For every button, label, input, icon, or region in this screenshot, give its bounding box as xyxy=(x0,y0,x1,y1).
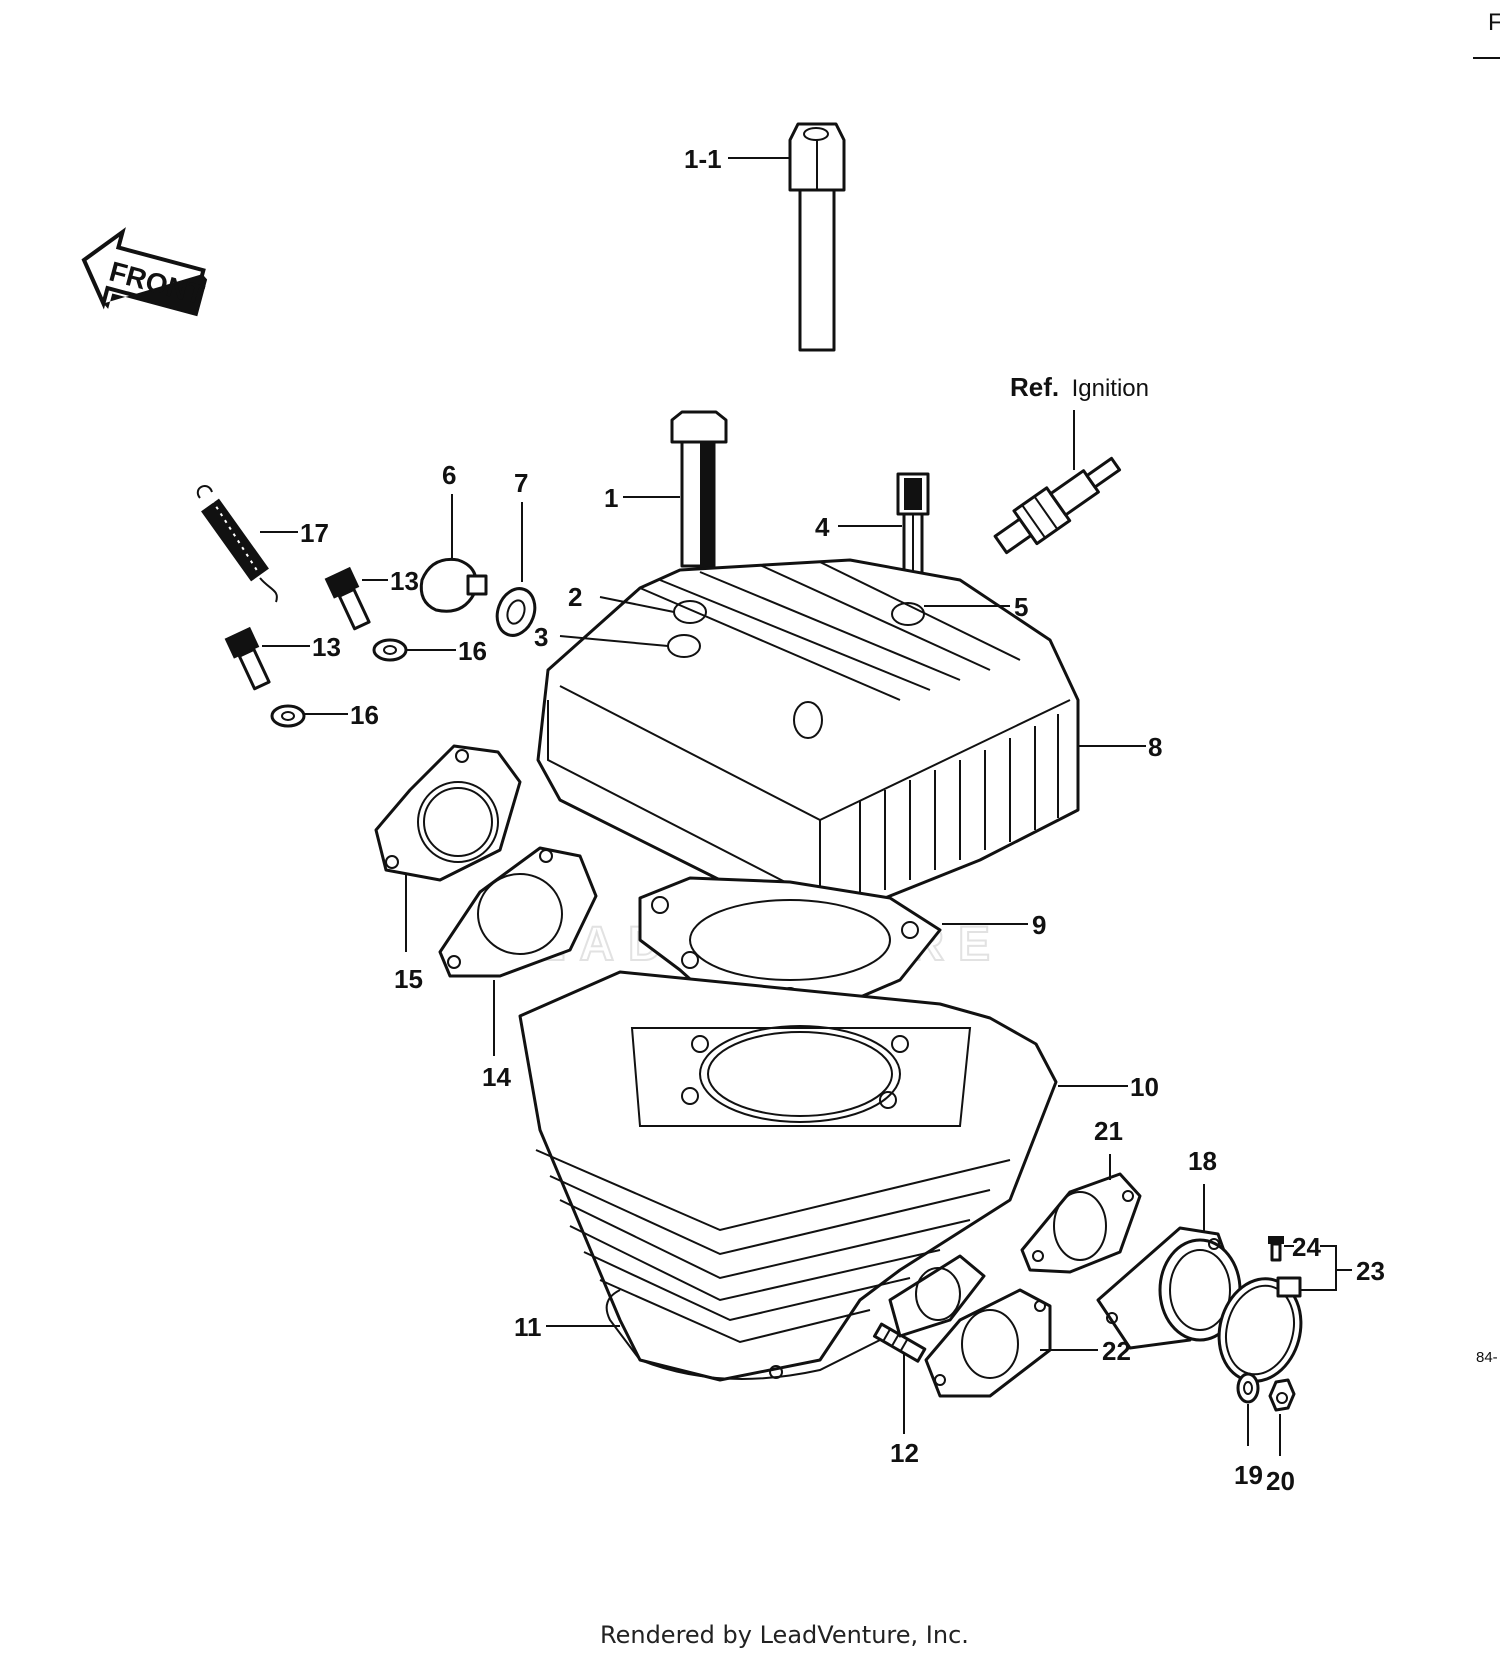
exhaust-port-flange xyxy=(888,1254,986,1338)
callout-10: 10 xyxy=(1130,1072,1159,1102)
part-9-head-gasket xyxy=(638,876,942,1012)
callout-15: 15 xyxy=(394,964,423,994)
part-17-spring xyxy=(196,485,278,603)
bolt-hole xyxy=(891,602,925,626)
corner-mark-side: 84- xyxy=(1476,1349,1498,1366)
part-16-washer-lower xyxy=(270,704,306,728)
callout-11: 11 xyxy=(514,1312,542,1342)
callout-18: 18 xyxy=(1188,1146,1217,1176)
part-10-cylinder xyxy=(518,970,1058,1382)
callout-13-upper: 13 xyxy=(390,566,419,596)
front-arrow-icon: FRONT xyxy=(81,227,207,317)
callout-14: 14 xyxy=(482,1062,511,1092)
callout-8: 8 xyxy=(1148,732,1162,762)
callout-9: 9 xyxy=(1032,910,1046,940)
callout-13-lower: 13 xyxy=(312,632,341,662)
part-20-nut xyxy=(1268,1378,1296,1412)
callout-3: 3 xyxy=(534,622,548,652)
callout-1-1: 1-1 xyxy=(684,144,722,174)
spark-plug-icon xyxy=(993,456,1122,555)
part-11-base-gasket xyxy=(605,1289,881,1380)
part-22-gasket xyxy=(924,1288,1052,1398)
part-15-flange xyxy=(374,744,522,882)
part-6-plug xyxy=(419,557,488,613)
callout-6: 6 xyxy=(442,460,456,490)
part-7-washer xyxy=(495,587,537,637)
callout-7: 7 xyxy=(514,468,528,498)
callout-12: 12 xyxy=(890,1438,919,1468)
ref-ignition-label: Ref. Ignition xyxy=(1010,372,1149,402)
part-18-pipe xyxy=(1096,1226,1242,1350)
part-21-gasket xyxy=(1020,1172,1142,1274)
part-19-washer xyxy=(1236,1372,1260,1404)
ref-text: Ignition xyxy=(1072,375,1149,402)
cylinder-fins xyxy=(535,1149,1011,1344)
part-13-screw-lower xyxy=(224,626,271,691)
part-1-bolt xyxy=(670,410,728,568)
callout-21: 21 xyxy=(1094,1116,1123,1146)
callout-22: 22 xyxy=(1102,1336,1131,1366)
callout-4: 4 xyxy=(815,512,830,542)
callout-5: 5 xyxy=(1014,592,1028,622)
part-16-washer-upper xyxy=(372,638,408,662)
callout-19: 19 xyxy=(1234,1460,1263,1490)
callout-16-upper: 16 xyxy=(458,636,487,666)
part-24-screw xyxy=(1268,1236,1284,1262)
part-13-screw-upper xyxy=(324,566,371,631)
callout-1: 1 xyxy=(604,483,618,513)
footer-credit: Rendered by LeadVenture, Inc. xyxy=(600,1621,969,1649)
callout-24: 24 xyxy=(1292,1232,1321,1262)
part-14-gasket xyxy=(438,846,598,978)
callout-20: 20 xyxy=(1266,1466,1295,1496)
callout-17: 17 xyxy=(300,518,329,548)
corner-mark-top: F xyxy=(1488,9,1500,36)
callout-2: 2 xyxy=(568,582,582,612)
part-8-cylinder-head xyxy=(536,558,1080,920)
part-1-1-stud xyxy=(788,122,846,352)
callout-23: 23 xyxy=(1356,1256,1385,1286)
bolt-hole xyxy=(793,701,823,739)
callout-16-lower: 16 xyxy=(350,700,379,730)
ref-prefix: Ref. xyxy=(1010,372,1059,402)
head-fins xyxy=(639,561,1059,900)
